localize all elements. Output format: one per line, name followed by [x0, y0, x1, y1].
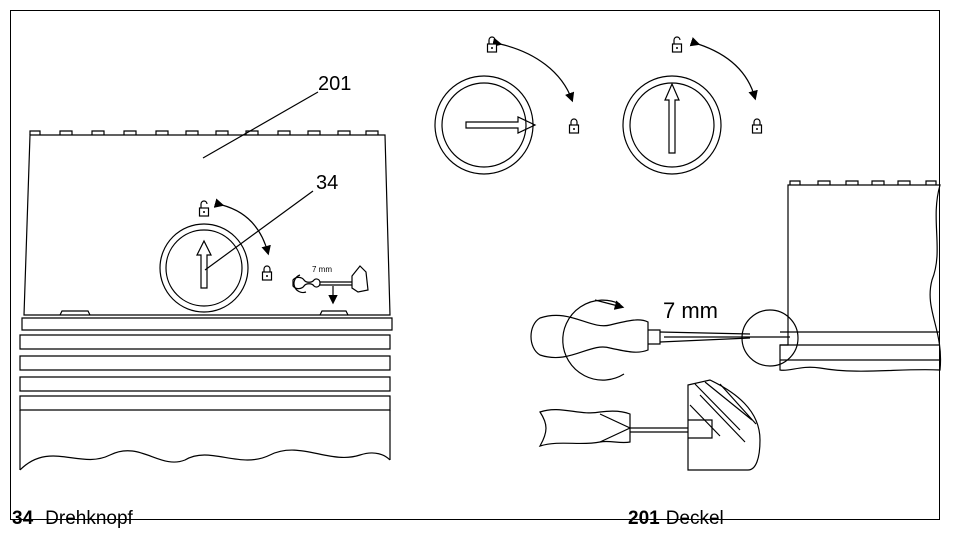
ref-34: 34: [316, 172, 338, 194]
release-detail: [538, 379, 761, 471]
figure-frame: [10, 10, 940, 520]
cover-edge-detail: [741, 180, 942, 372]
ref-201: 201: [318, 73, 351, 95]
screwdriver-detail-small: [292, 265, 369, 305]
screwdriver-label-small: 7 mm: [312, 265, 332, 274]
knob-position-horizontal: [434, 75, 537, 175]
unlock-icon: [198, 200, 210, 217]
rotate-arrow: [213, 198, 271, 256]
device-housing: [19, 130, 393, 471]
lock-icon-left: [568, 118, 580, 134]
knob-position-vertical: [622, 75, 722, 175]
unlock-icon-right: [671, 36, 683, 53]
lock-icon-right: [751, 118, 763, 134]
screwdriver-handle-large: [530, 299, 790, 381]
unlock-icon-left: [486, 36, 498, 53]
rotary-knob-34: [159, 223, 249, 313]
lock-icon: [261, 265, 273, 281]
rotate-arrow-left: [491, 37, 575, 103]
leader-34: [204, 190, 314, 271]
rotate-arrow-right: [689, 37, 758, 101]
cover-201: [23, 134, 391, 316]
leader-201: [202, 91, 319, 159]
screwdriver-label-large: 7 mm: [663, 298, 718, 323]
